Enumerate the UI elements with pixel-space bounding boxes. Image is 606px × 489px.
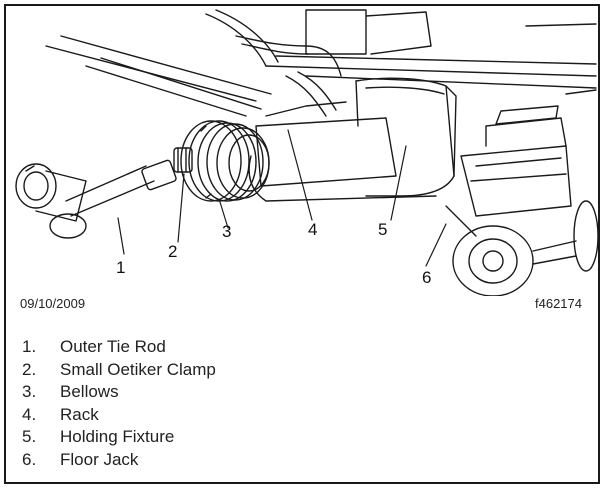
legend-number: 5.	[22, 427, 37, 446]
legend-item: 6. Floor Jack	[22, 449, 216, 472]
legend-list: 1. Outer Tie Rod 2. Small Oetiker Clamp 3.…	[22, 336, 216, 471]
legend-item: 5. Holding Fixture	[22, 426, 216, 449]
legend-number: 4.	[22, 404, 37, 424]
callout-1: 1	[116, 258, 126, 277]
figure-date: 09/10/2009	[20, 296, 86, 311]
callout-3: 3	[222, 222, 232, 241]
legend-item: 2. Small Oetiker Clamp	[22, 359, 216, 382]
hydraulic-lines	[205, 9, 432, 117]
legend-label: Holding Fixture	[60, 427, 175, 446]
figure-id: f462174	[535, 296, 582, 311]
callout-6: 6	[422, 268, 432, 287]
legend-number: 6.	[22, 449, 37, 469]
chassis-frame-lines	[45, 23, 597, 117]
holding-fixture	[355, 77, 457, 197]
legend-item: 4. Rack	[22, 404, 216, 427]
oetiker-clamp	[173, 147, 193, 173]
legend-label: Outer Tie Rod	[60, 337, 166, 356]
callout-4: 4	[308, 220, 318, 239]
callout-2: 2	[168, 242, 178, 261]
legend-label: Bellows	[60, 382, 119, 401]
legend-label: Rack	[60, 404, 99, 424]
steering-gear-illustration	[15, 9, 598, 296]
rack-housing	[248, 101, 437, 202]
bellows-boot	[180, 120, 270, 202]
legend-number: 3.	[22, 382, 37, 401]
callout-5: 5	[378, 220, 388, 239]
legend-number: 1.	[22, 337, 37, 356]
outer-tie-rod	[15, 159, 177, 239]
floor-jack	[445, 105, 598, 296]
legend-item: 1. Outer Tie Rod	[22, 336, 216, 359]
legend-number: 2.	[22, 359, 37, 379]
callout-leaders	[117, 129, 447, 267]
legend-item: 3. Bellows	[22, 381, 216, 404]
legend-label: Floor Jack	[60, 449, 139, 469]
legend-label: Small Oetiker Clamp	[60, 359, 216, 379]
